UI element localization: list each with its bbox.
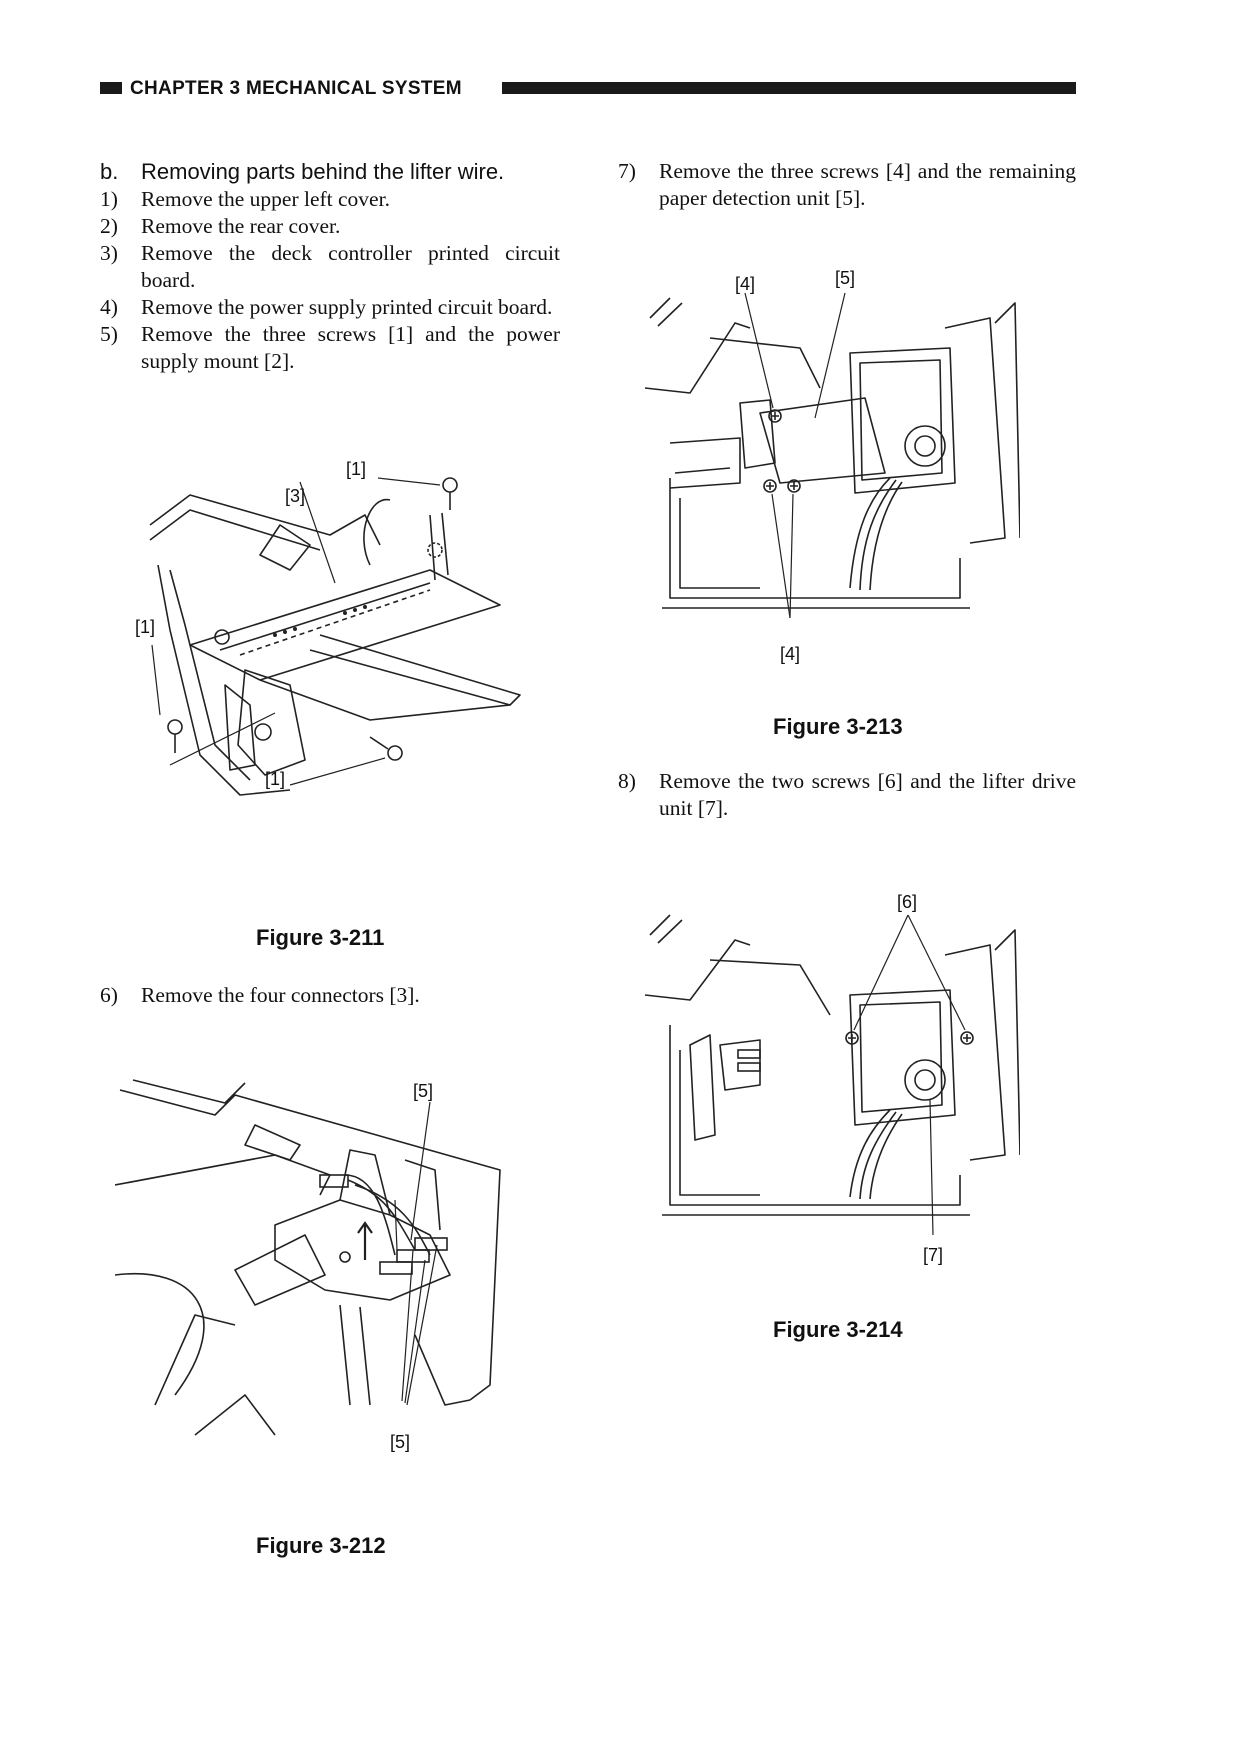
callout-screw-4: [4] xyxy=(735,274,755,294)
right-column-step-8: 8) Remove the two screws [6] and the lift… xyxy=(618,768,1076,822)
figure-3-214: [6] [7] xyxy=(640,885,1020,1270)
callout-connector-5: [5] xyxy=(413,1081,433,1101)
figure-3-211: [1] [3] [1] [1] xyxy=(130,455,560,890)
figure-3-211-caption: Figure 3-211 xyxy=(256,925,385,950)
callout-lifter-drive-unit-7: [7] xyxy=(923,1245,943,1265)
figure-3-212-drawing: [5] [5] xyxy=(115,1079,501,1452)
step-text: Remove the power supply printed circuit … xyxy=(141,295,553,319)
figure-3-211-drawing: [1] [3] [1] [1] xyxy=(135,459,521,796)
header-marker-block xyxy=(100,82,122,94)
figure-3-213-caption: Figure 3-213 xyxy=(773,714,903,739)
figure-3-213-drawing: [4] [5] [4] xyxy=(644,268,1020,664)
callout-connector-5: [5] xyxy=(390,1432,410,1452)
step-number: 3) xyxy=(100,241,118,265)
step-text: Remove the three screws [1] and the powe… xyxy=(141,322,560,373)
callout-screw-4: [4] xyxy=(780,644,800,664)
section-label: b. xyxy=(100,159,119,184)
step-item: 3) Remove the deck controller printed cir… xyxy=(100,240,560,294)
callout-screw-1: [1] xyxy=(346,459,366,479)
section-heading: b. Removing parts behind the lifter wire… xyxy=(100,158,560,186)
left-column-steps: b. Removing parts behind the lifter wire… xyxy=(100,158,560,375)
step-text: Remove the two screws [6] and the lifter… xyxy=(659,769,1076,820)
callout-screw-1: [1] xyxy=(135,617,155,637)
step-text: Remove the rear cover. xyxy=(141,214,341,238)
step-text: Remove the deck controller printed circu… xyxy=(141,241,560,292)
callout-screw-1: [1] xyxy=(265,769,285,789)
figure-3-214-caption: Figure 3-214 xyxy=(773,1317,903,1342)
figure-3-214-drawing: [6] [7] xyxy=(644,892,1020,1265)
page-header: CHAPTER 3 MECHANICAL SYSTEM xyxy=(100,76,1076,102)
step-number: 1) xyxy=(100,187,118,211)
step-number: 4) xyxy=(100,295,118,319)
figure-3-212: [5] [5] xyxy=(115,1075,565,1470)
step-item: 1) Remove the upper left cover. xyxy=(100,186,560,213)
step-text: Remove the three screws [4] and the rema… xyxy=(659,159,1076,210)
step-number: 8) xyxy=(618,769,636,793)
step-list: 1) Remove the upper left cover. 2) Remove … xyxy=(100,186,560,375)
step-item: 5) Remove the three screws [1] and the po… xyxy=(100,321,560,375)
figure-3-213: [4] [5] [4] xyxy=(640,268,1020,668)
step-item: 7) Remove the three screws [4] and the re… xyxy=(618,158,1076,212)
step-item: 4) Remove the power supply printed circui… xyxy=(100,294,560,321)
step-item: 6) Remove the four connectors [3]. xyxy=(100,982,560,1009)
step-text: Remove the four connectors [3]. xyxy=(141,983,420,1007)
figure-3-212-caption: Figure 3-212 xyxy=(256,1533,386,1558)
step-6-block: 6) Remove the four connectors [3]. xyxy=(100,982,560,1009)
right-column-step-7: 7) Remove the three screws [4] and the re… xyxy=(618,158,1076,212)
step-number: 7) xyxy=(618,159,636,183)
callout-screw-6: [6] xyxy=(897,892,917,912)
step-item: 2) Remove the rear cover. xyxy=(100,213,560,240)
header-rule xyxy=(502,82,1076,94)
step-text: Remove the upper left cover. xyxy=(141,187,390,211)
section-title: Removing parts behind the lifter wire. xyxy=(141,159,505,184)
step-number: 2) xyxy=(100,214,118,238)
step-item: 8) Remove the two screws [6] and the lift… xyxy=(618,768,1076,822)
callout-connector-3: [3] xyxy=(285,486,305,506)
step-number: 6) xyxy=(100,983,118,1007)
step-number: 5) xyxy=(100,322,118,346)
callout-paper-detection-unit-5: [5] xyxy=(835,268,855,288)
chapter-title: CHAPTER 3 MECHANICAL SYSTEM xyxy=(130,78,462,99)
